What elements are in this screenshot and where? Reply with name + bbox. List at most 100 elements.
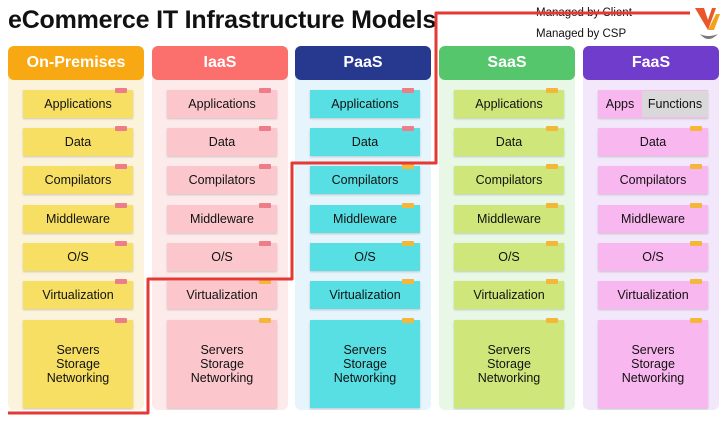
tape-icon [115, 241, 127, 246]
layer-compilators: Compilators [598, 164, 708, 194]
layer-line-networking: Networking [333, 371, 397, 385]
layer-line-servers: Servers [56, 343, 100, 357]
layer-virtualization: Virtualization [167, 279, 277, 309]
layer-middleware: Middleware [598, 203, 708, 233]
layer-middleware: Middleware [167, 203, 277, 233]
layer-apps-label: Apps [605, 97, 635, 111]
layer-applications: Applications [23, 88, 133, 118]
tape-icon [402, 279, 414, 284]
tape-icon [546, 88, 558, 93]
layer-o-s: O/S [23, 241, 133, 271]
layer-compilators: Compilators [310, 164, 420, 194]
tape-icon [115, 88, 127, 93]
tape-icon [690, 241, 702, 246]
layer-virtualization: Virtualization [310, 279, 420, 309]
layer-data: Data [454, 126, 564, 156]
tape-icon [690, 203, 702, 208]
column-header-iaas: IaaS [152, 46, 288, 80]
brand-logo-icon [695, 8, 720, 39]
layer-virtualization: Virtualization [23, 279, 133, 309]
layer-applications: Applications [310, 88, 420, 118]
tape-icon [402, 318, 414, 323]
tape-icon [546, 279, 558, 284]
legend-client: Managed by Client [536, 7, 632, 19]
layer-line-networking: Networking [477, 371, 541, 385]
layer-line-networking: Networking [621, 371, 685, 385]
layer-data: Data [310, 126, 420, 156]
tape-icon [402, 164, 414, 169]
layer-applications: Applications [454, 88, 564, 118]
tape-icon [259, 164, 271, 169]
tape-icon [259, 126, 271, 131]
column-header-onprem: On-Premises [8, 46, 144, 80]
layer-o-s: O/S [598, 241, 708, 271]
tape-icon [259, 279, 271, 284]
tape-icon [259, 88, 271, 93]
tape-icon [546, 203, 558, 208]
layer-o-s: O/S [310, 241, 420, 271]
tape-icon [546, 126, 558, 131]
tape-icon [115, 203, 127, 208]
tape-icon [690, 126, 702, 131]
layer-o-s: O/S [454, 241, 564, 271]
layer-middleware: Middleware [454, 203, 564, 233]
layer-line-servers: Servers [631, 343, 675, 357]
layer-line-servers: Servers [487, 343, 531, 357]
tape-icon [690, 164, 702, 169]
tape-icon [546, 241, 558, 246]
layer-data: Data [598, 126, 708, 156]
tape-icon [115, 279, 127, 284]
layer-line-servers: Servers [343, 343, 387, 357]
layer-data: Data [167, 126, 277, 156]
legend-csp: Managed by CSP [536, 28, 627, 40]
layer-functions-label: Functions [642, 91, 708, 117]
layer-line-storage: Storage [56, 357, 100, 371]
tape-icon [402, 126, 414, 131]
column-header-faas: FaaS [583, 46, 719, 80]
column-header-saas: SaaS [439, 46, 575, 80]
layer-virtualization: Virtualization [454, 279, 564, 309]
layer-apps-functions: Apps Functions [598, 90, 708, 118]
tape-icon [690, 279, 702, 284]
layer-line-storage: Storage [631, 357, 675, 371]
tape-icon [259, 318, 271, 323]
tape-icon [402, 241, 414, 246]
tape-icon [259, 241, 271, 246]
layer-data: Data [23, 126, 133, 156]
layer-compilators: Compilators [167, 164, 277, 194]
tape-icon [115, 164, 127, 169]
layer-line-storage: Storage [487, 357, 531, 371]
layer-line-storage: Storage [343, 357, 387, 371]
layer-line-networking: Networking [46, 371, 110, 385]
layer-middleware: Middleware [23, 203, 133, 233]
layer-compilators: Compilators [23, 164, 133, 194]
tape-icon [115, 126, 127, 131]
layer-line-storage: Storage [200, 357, 244, 371]
tape-icon [690, 318, 702, 323]
tape-icon [546, 164, 558, 169]
layer-o-s: O/S [167, 241, 277, 271]
layer-line-networking: Networking [190, 371, 254, 385]
layer-compilators: Compilators [454, 164, 564, 194]
layer-line-servers: Servers [200, 343, 244, 357]
layer-middleware: Middleware [310, 203, 420, 233]
layer-virtualization: Virtualization [598, 279, 708, 309]
tape-icon [402, 203, 414, 208]
tape-icon [259, 203, 271, 208]
layer-applications: Applications [167, 88, 277, 118]
tape-icon [546, 318, 558, 323]
tape-icon [115, 318, 127, 323]
tape-icon [402, 88, 414, 93]
column-header-paas: PaaS [295, 46, 431, 80]
page-title: eCommerce IT Infrastructure Models [8, 6, 437, 34]
